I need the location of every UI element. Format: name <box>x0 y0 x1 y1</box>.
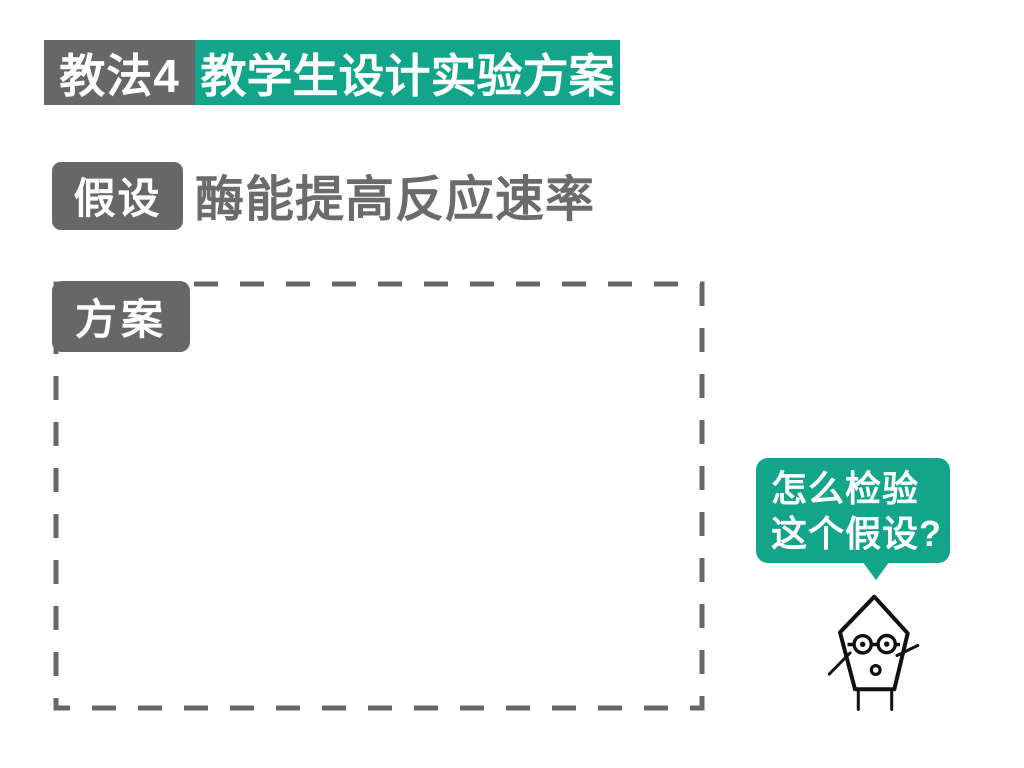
page-title: 教学生设计实验方案 <box>195 40 620 105</box>
hypothesis-label-box: 假设 <box>52 161 183 230</box>
hypothesis-text: 酶能提高反应速率 <box>195 173 596 227</box>
pen-nib-mascot-icon <box>827 594 920 711</box>
speech-bubble-tail <box>862 561 890 580</box>
slide-header: 教法4 教学生设计实验方案 <box>44 40 620 105</box>
speech-bubble-line1: 怎么检验 <box>771 468 920 509</box>
speech-bubble: 怎么检验 这个假设? <box>756 458 950 580</box>
speech-bubble-line2: 这个假设? <box>771 513 942 554</box>
hypothesis-row: 假设 酶能提高反应速率 <box>52 160 595 231</box>
plan-label-box: 方案 <box>52 281 190 352</box>
method-number-badge: 教法4 <box>44 40 195 105</box>
plan-dashed-area <box>53 281 705 711</box>
